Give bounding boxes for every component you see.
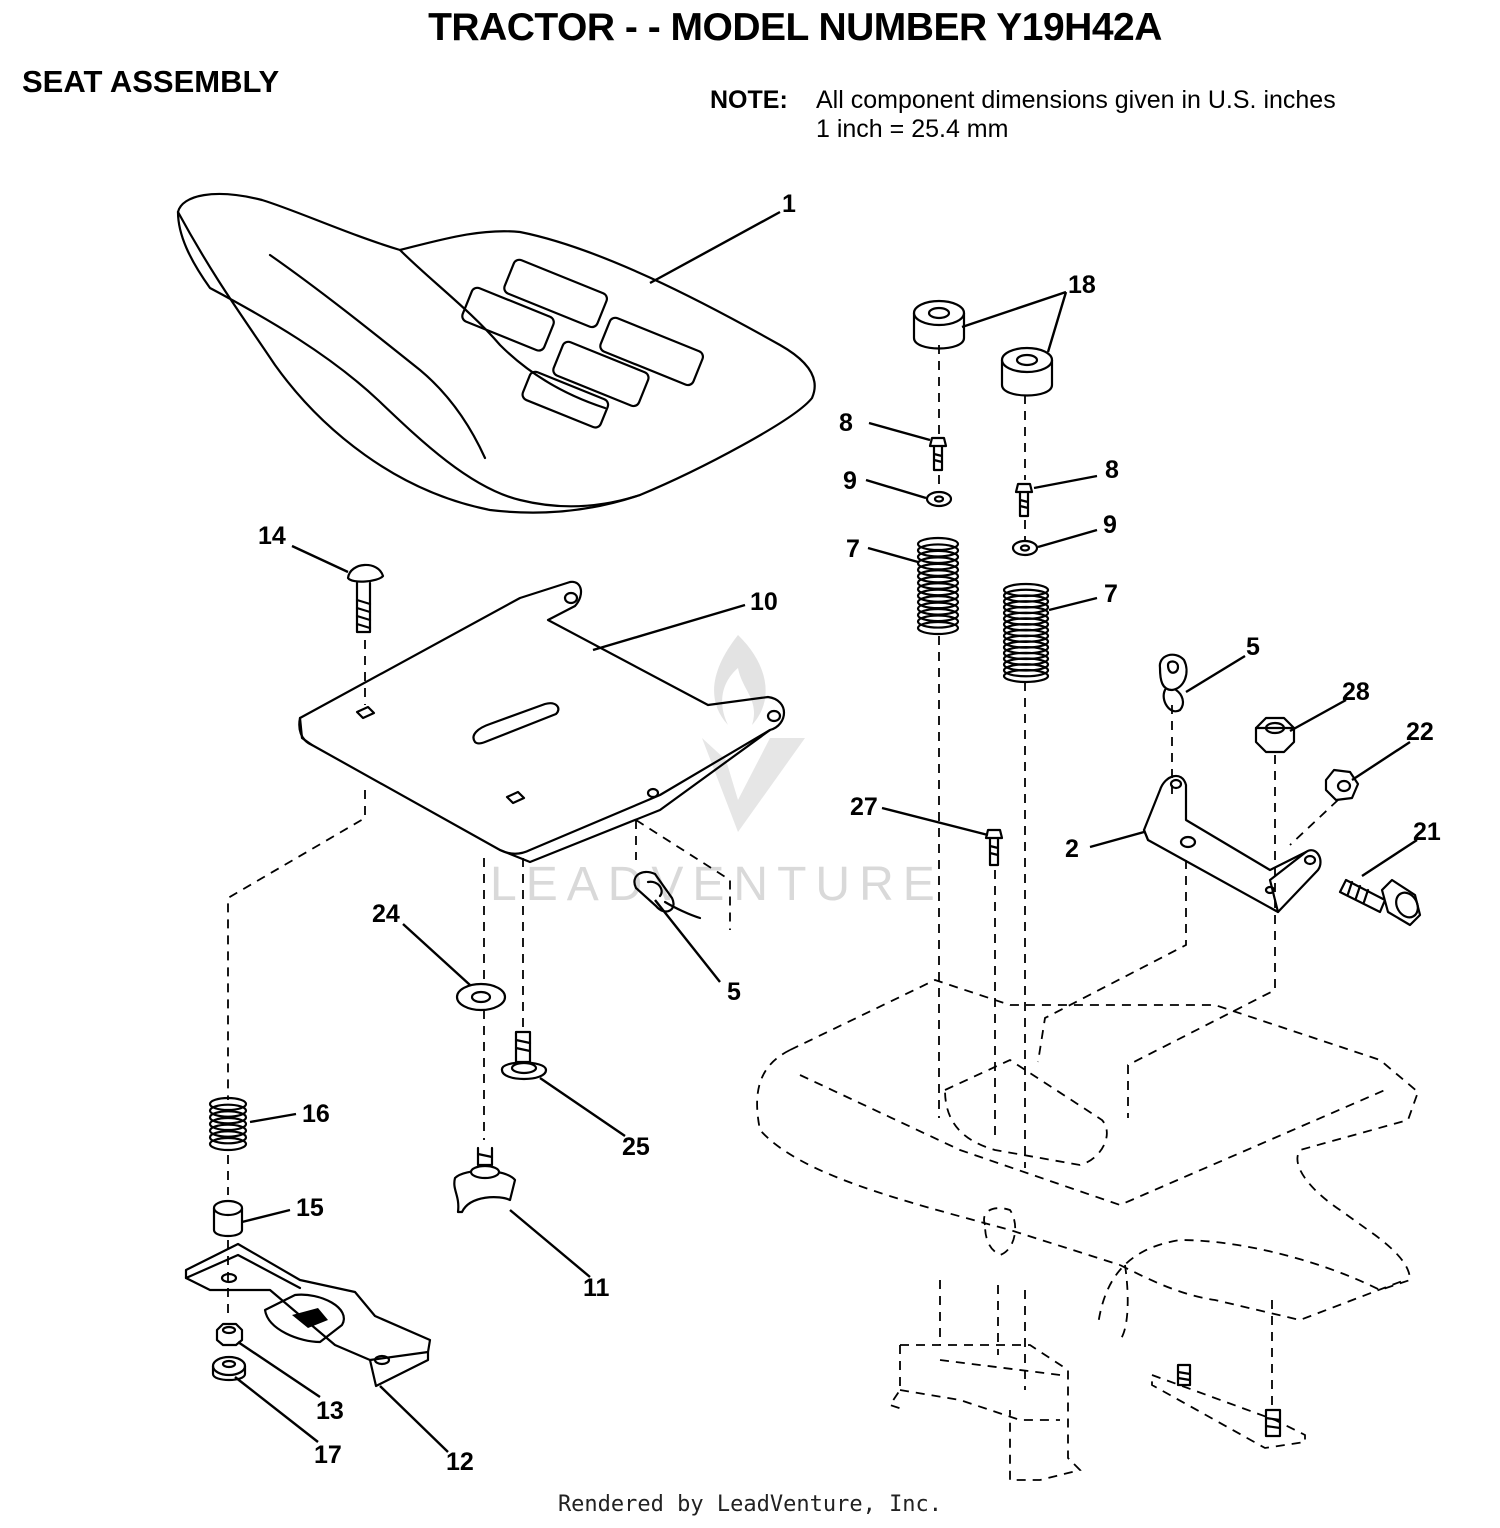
screw-27	[984, 828, 1004, 867]
leadventure-watermark: LEADVENTURE	[490, 635, 944, 911]
footer-credit: Rendered by LeadVenture, Inc.	[557, 1492, 943, 1517]
callout-10: 10	[750, 588, 778, 616]
callout-22: 22	[1406, 718, 1434, 746]
watermark-text: LEADVENTURE	[490, 858, 944, 911]
callout-14: 14	[258, 522, 286, 550]
page-title: TRACTOR - - MODEL NUMBER Y19H42A	[428, 6, 1162, 49]
screws	[928, 436, 1034, 518]
callout-7-left: 7	[846, 535, 860, 563]
callout-9-right: 9	[1103, 511, 1117, 539]
callout-16: 16	[302, 1100, 330, 1128]
compression-spring	[208, 1096, 248, 1152]
callout-2: 2	[1065, 835, 1079, 863]
note-line-1: All component dimensions given in U.S. i…	[816, 86, 1336, 114]
callout-28: 28	[1342, 678, 1370, 706]
mounting-bracket	[1142, 774, 1322, 914]
slide-plate	[184, 1242, 432, 1388]
shoulder-screw	[500, 1030, 548, 1080]
callout-24: 24	[372, 900, 400, 928]
shoulder-bolt	[1338, 878, 1422, 927]
hex-nut	[1254, 716, 1296, 754]
washers	[925, 490, 1039, 557]
callout-9-left: 9	[843, 467, 857, 495]
callout-11: 11	[583, 1274, 610, 1302]
note-line-2: 1 inch = 25.4 mm	[816, 115, 1009, 143]
alignment-lines	[227, 345, 1339, 1410]
callout-5-upper: 5	[1246, 633, 1260, 661]
callout-17: 17	[314, 1441, 342, 1469]
springs	[208, 536, 1050, 1152]
tractor-body-outline	[756, 979, 1420, 1481]
note-label: NOTE:	[710, 86, 788, 114]
callout-7-right: 7	[1104, 580, 1118, 608]
flat-washer	[455, 982, 507, 1012]
adjustment-knob	[453, 1146, 517, 1214]
section-title: SEAT ASSEMBLY	[22, 64, 280, 99]
spring-left	[916, 536, 960, 636]
callout-27: 27	[850, 793, 878, 821]
callout-13: 13	[316, 1397, 344, 1425]
leader-lines	[234, 210, 1418, 1453]
carriage-bolt	[346, 563, 385, 634]
callout-8-left: 8	[839, 409, 853, 437]
spring-right	[1002, 582, 1050, 684]
washer-17	[211, 1355, 247, 1382]
lock-nut	[1324, 768, 1360, 802]
callout-5-lower: 5	[727, 978, 741, 1006]
seat	[176, 192, 816, 514]
seat-pan	[298, 580, 785, 864]
bushing	[212, 1199, 244, 1238]
callout-18: 18	[1068, 271, 1096, 299]
clip-upper	[1158, 653, 1188, 713]
callout-8-right: 8	[1105, 456, 1119, 484]
callout-12: 12	[446, 1448, 474, 1476]
nut-13	[215, 1322, 244, 1347]
callout-25: 25	[622, 1133, 650, 1161]
callout-1: 1	[782, 190, 796, 218]
body-studs	[1176, 1363, 1282, 1438]
callout-labels: 1 18 8 8 9 9 7 7 5 28 22 21 27 2 14 10 5…	[258, 190, 1441, 1476]
dimension-note: NOTE: All component dimensions given in U…	[710, 86, 1336, 144]
callout-15: 15	[296, 1194, 324, 1222]
spacers	[912, 299, 1054, 397]
callout-21: 21	[1413, 818, 1441, 846]
